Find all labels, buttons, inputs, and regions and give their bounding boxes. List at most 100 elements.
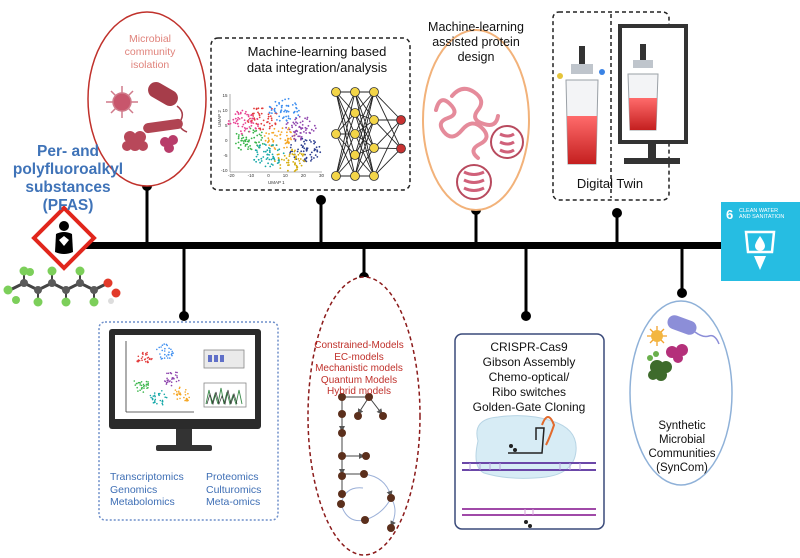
model-type-item: Quantum Models [320, 374, 398, 386]
scatter-point [255, 107, 258, 110]
scatter-point [235, 142, 237, 145]
scatter-point [249, 127, 252, 130]
omics-item: Meta-omics [206, 496, 261, 508]
scatter-point [143, 387, 145, 389]
nn-node [369, 143, 379, 153]
microbial-isolation-panel [87, 11, 207, 187]
scatter-point [275, 111, 277, 114]
scatter-point [144, 358, 147, 360]
scatter-point [240, 139, 243, 142]
model-type-item: Hybrid models [327, 386, 391, 398]
scatter-point [238, 118, 241, 120]
syncom-line: (SynCom) [656, 462, 708, 474]
scatter-point [227, 120, 230, 122]
nn-edge [335, 91, 356, 135]
scatter-point [263, 124, 266, 127]
protein-ribbon-icon [434, 86, 500, 160]
scatter-point [301, 127, 304, 130]
scatter-point [239, 111, 242, 114]
scatter-point [140, 384, 143, 387]
scatter-point [263, 143, 266, 146]
cas9-dna-icon [462, 415, 596, 528]
scatter-point [299, 162, 301, 165]
umap-y-tick: 0 [225, 138, 228, 143]
scatter-point [287, 104, 290, 107]
scatter-point [273, 147, 276, 149]
scatter-point [134, 384, 137, 386]
scatter-point [170, 384, 173, 387]
scatter-point [309, 132, 312, 135]
scatter-point [276, 149, 279, 152]
scatter-point [161, 390, 163, 392]
scatter-point [287, 97, 290, 100]
sdg-title-line: CLEAN WATER [739, 208, 779, 214]
scatter-point [241, 109, 244, 112]
scatter-point [176, 394, 178, 397]
scatter-point [145, 380, 148, 383]
scatter-point [289, 150, 292, 153]
scatter-point [281, 99, 284, 102]
nn-edge [354, 91, 375, 149]
scatter-point [304, 129, 307, 132]
scatter-point [306, 116, 309, 119]
scatter-point [278, 160, 281, 162]
scatter-point [286, 134, 288, 137]
scatter-point [303, 147, 306, 150]
scatter-point [280, 110, 282, 113]
scatter-point [299, 132, 302, 134]
scatter-point [278, 103, 281, 105]
scatter-point [166, 381, 169, 383]
scatter-point [316, 156, 319, 158]
scatter-point [178, 392, 180, 394]
scatter-point [297, 114, 300, 117]
scatter-point [143, 384, 145, 387]
scatter-point [240, 137, 243, 140]
scatter-point [153, 392, 156, 394]
umap-y-tick: -10 [221, 168, 228, 173]
scatter-point [253, 107, 255, 110]
scatter-point [240, 148, 242, 151]
scatter-point [244, 139, 247, 142]
scatter-point [287, 127, 290, 129]
scatter-point [257, 158, 260, 161]
scatter-point [249, 145, 252, 147]
scatter-point [145, 354, 147, 356]
scatter-point [146, 351, 148, 354]
computer-monitor-icon [109, 329, 261, 451]
scatter-point [305, 132, 308, 134]
scatter-point [137, 381, 140, 384]
umap-x-tick: 20 [300, 173, 306, 178]
scatter-point [164, 396, 166, 399]
scatter-point [295, 117, 298, 120]
scatter-point [166, 344, 168, 347]
upper-stems [145, 186, 619, 242]
scatter-point [262, 119, 265, 122]
scatter-point [238, 134, 240, 136]
umap-y-tick: -5 [223, 153, 228, 158]
scatter-point [268, 127, 271, 130]
scatter-point [289, 137, 292, 139]
scatter-point [268, 144, 271, 147]
omics-item: Culturomics [206, 483, 262, 496]
scatter-point [159, 353, 161, 355]
scatter-point [291, 126, 294, 129]
scatter-point [279, 137, 282, 140]
protein-design-panel [422, 29, 530, 211]
scatter-point [274, 160, 276, 163]
pfas-title-line: (PFAS) [42, 197, 94, 214]
scatter-point [298, 115, 301, 118]
model-types-list: Constrained-Models EC-models Mechanistic… [302, 340, 416, 398]
scatter-point [141, 356, 144, 358]
scatter-point [294, 158, 296, 161]
scatter-point [305, 147, 308, 150]
scatter-point [294, 102, 296, 104]
scatter-point [298, 160, 301, 162]
scatter-point [163, 357, 166, 359]
genetic-tool-item: Gibson Assembly [482, 355, 576, 369]
scatter-point [283, 159, 285, 161]
scatter-point [254, 141, 256, 144]
ml-integration-panel [210, 37, 411, 191]
scatter-point [188, 396, 190, 399]
scatter-point [268, 149, 271, 152]
